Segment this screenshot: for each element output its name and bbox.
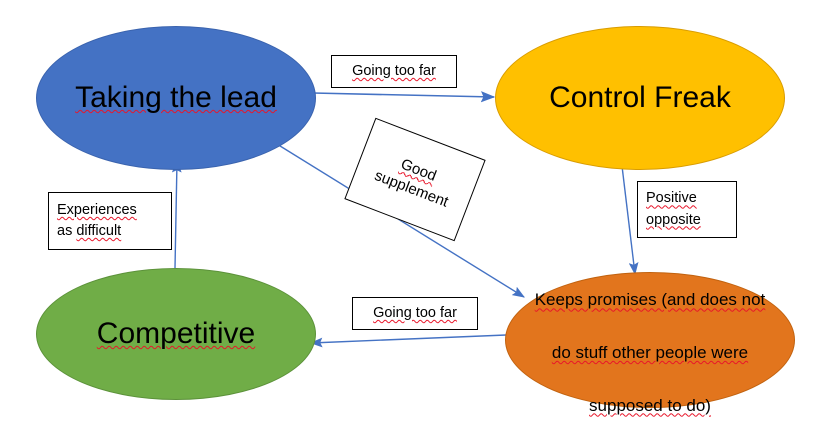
- edge-label-going-too-far-top-text: Going too far: [352, 62, 436, 79]
- edge-label-going-too-far-top[interactable]: Going too far: [331, 55, 457, 88]
- node-taking-the-lead-label: Taking the lead: [75, 81, 277, 114]
- node-competitive-label: Competitive: [96, 317, 256, 350]
- edge-label-experiences-line-1: Experiences: [57, 201, 137, 218]
- node-competitive[interactable]: Competitive: [36, 268, 316, 400]
- edge-label-experiences-word-difficult: difficult: [76, 223, 122, 239]
- arrow-taking-the-lead-to-control-freak: [312, 91, 496, 103]
- node-control-freak-label: Control Freak: [549, 81, 731, 114]
- node-keeps-promises[interactable]: Keeps promises (and does not do stuff ot…: [505, 272, 795, 415]
- arrow-competitive-to-taking-the-lead: [171, 159, 182, 269]
- edge-label-experiences-as-difficult[interactable]: Experiences as difficult: [48, 192, 172, 250]
- node-control-freak[interactable]: Control Freak: [495, 26, 785, 170]
- keeps-promises-line-3: supposed to do): [589, 395, 711, 415]
- node-taking-the-lead[interactable]: Taking the lead: [36, 26, 316, 170]
- edge-label-positive-line-2: opposite: [646, 211, 701, 228]
- edge-label-going-too-far-bottom[interactable]: Going too far: [352, 297, 478, 330]
- edge-label-positive-opposite[interactable]: Positive opposite: [637, 181, 737, 238]
- arrow-keeps-promises-to-competitive: [309, 334, 507, 348]
- edge-label-going-too-far-bottom-text: Going too far: [373, 304, 457, 321]
- edge-label-positive-line-1: Positive: [646, 190, 697, 207]
- keeps-promises-line-1: Keeps promises (and does not: [534, 290, 766, 310]
- arrow-control-freak-to-keeps-promises: [621, 165, 639, 276]
- keeps-promises-line-2: do stuff other people were: [551, 343, 749, 362]
- edge-label-experiences-line-2: as difficult: [57, 223, 122, 239]
- node-keeps-promises-label: Keeps promises (and does not do stuff ot…: [506, 261, 794, 419]
